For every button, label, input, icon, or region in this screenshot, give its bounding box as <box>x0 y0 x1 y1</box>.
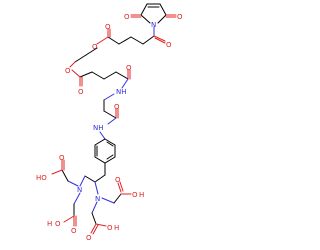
amide2-carbonyl-oxygen: O <box>114 103 120 111</box>
ester2-ether-oxygen: O <box>65 67 71 75</box>
acetate-arm-right <box>101 181 132 204</box>
ester2-carbonyl-oxygen: O <box>78 88 84 96</box>
amide1-carbonyl-oxygen: O <box>126 64 132 72</box>
ester1-carbonyl-oxygen: O <box>105 23 111 31</box>
chelator-backbone <box>79 174 106 195</box>
maleimide-oxygen-right: O <box>177 13 183 21</box>
acid4-carbonyl-oxygen: O <box>86 234 92 242</box>
amine-nitrogen-left: N <box>77 186 82 194</box>
acid4-hydroxyl: O <box>107 224 113 232</box>
benzene-ring <box>94 131 116 176</box>
acid3-carbonyl-oxygen: O <box>115 176 121 184</box>
amine-nitrogen-right: N <box>95 195 100 203</box>
maleimide-ring <box>130 3 177 37</box>
acetate-arm-bottom-left <box>63 192 81 227</box>
ethylene-bridge <box>69 47 98 68</box>
succinyl-linker-upper <box>96 28 166 45</box>
acid4-hydroxyl-h: H <box>114 224 119 232</box>
ketone-oxygen: O <box>166 41 172 49</box>
acid3-hydroxyl: O <box>132 191 138 199</box>
maleimide-nitrogen: N <box>151 21 156 29</box>
acid3-hydroxyl-h: H <box>139 191 144 199</box>
acid2-hydroxyl-h: H <box>47 220 52 228</box>
ester1-ether-oxygen: O <box>92 43 98 51</box>
amide1-nh: NH <box>116 88 127 96</box>
acid1-carbonyl-oxygen: O <box>59 154 65 162</box>
acid1-hydroxyl: HO <box>36 174 47 182</box>
acid2-hydroxyl-o: O <box>55 220 61 228</box>
maleimide-oxygen-left: O <box>124 13 130 21</box>
amide2-nh: NH <box>93 124 104 132</box>
succinyl-linker-lower <box>71 69 131 89</box>
glycine-unit <box>103 93 119 125</box>
acid2-carbonyl-oxygen: O <box>71 227 77 235</box>
molecule-structure: O O N O O O O O O NH <box>36 3 183 242</box>
acetate-arm-top-left <box>51 159 79 187</box>
acetate-arm-bottom <box>90 201 107 235</box>
